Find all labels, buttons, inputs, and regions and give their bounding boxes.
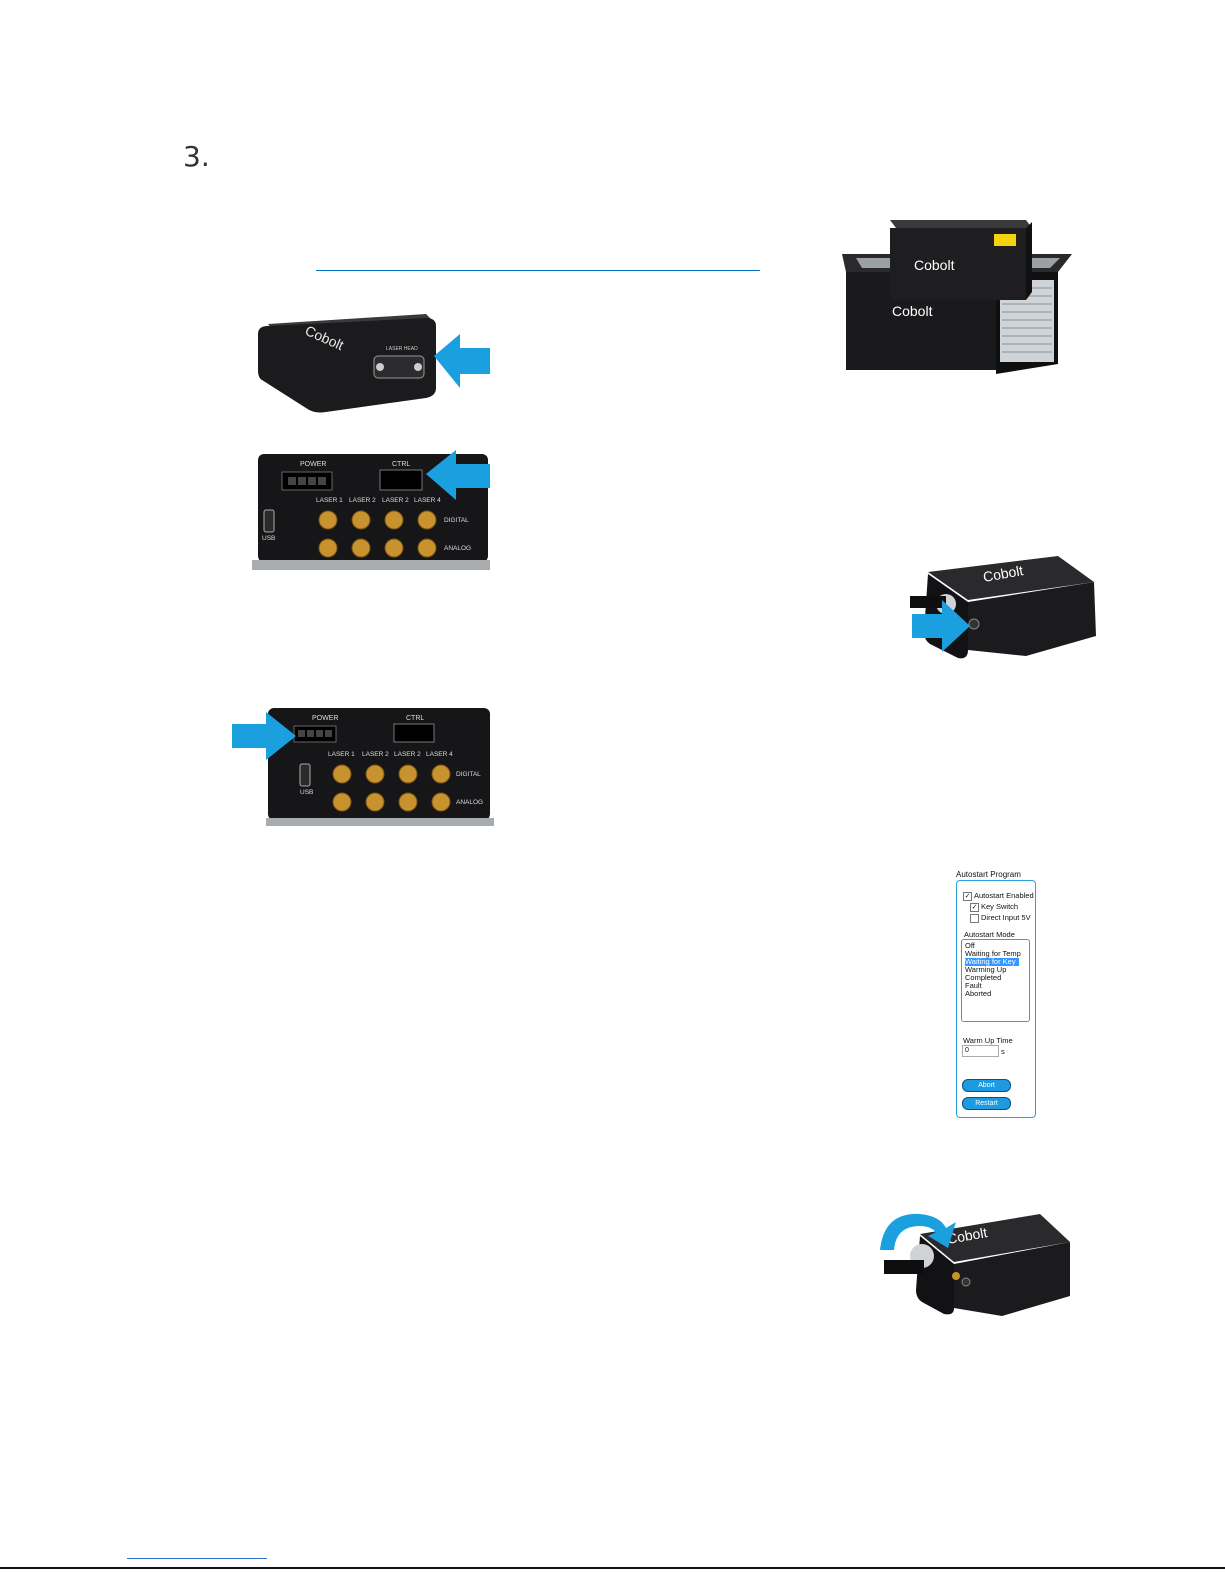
list-item-selected[interactable]: Waiting for Key (965, 958, 1019, 966)
svg-text:LASER 4: LASER 4 (414, 497, 441, 504)
autostart-mode-list[interactable]: Off Waiting for Temp Waiting for Key War… (961, 939, 1030, 1022)
connector-panel-ctrl-image: POWER CTRL LASER 1 LASER 2 LASER 2 LASER… (252, 450, 490, 570)
svg-text:LASER 2: LASER 2 (394, 751, 421, 758)
laser-base-logo: Cobolt (892, 303, 933, 319)
list-item[interactable]: Completed (965, 973, 1002, 982)
key-box-rotate-image: Cobolt (880, 1213, 1070, 1316)
abort-button[interactable]: Abort (962, 1079, 1011, 1092)
svg-text:LASER 2: LASER 2 (382, 497, 409, 504)
autostart-panel: ✓ Autostart Enabled ✓ Key Switch Direct … (956, 880, 1036, 1118)
restart-button[interactable]: Restart (962, 1097, 1011, 1110)
svg-text:LASER 4: LASER 4 (426, 751, 453, 758)
connector-panel-power-image: POWER CTRL LASER 1 LASER 2 LASER 2 LASER… (232, 708, 494, 826)
svg-text:DIGITAL: DIGITAL (456, 771, 481, 778)
laser-head-port-label: LASER HEAD (386, 346, 418, 352)
svg-text:LASER 1: LASER 1 (316, 497, 343, 504)
svg-text:CTRL: CTRL (392, 461, 410, 468)
svg-text:POWER: POWER (300, 461, 326, 468)
key-switch-checkbox[interactable]: ✓ (970, 903, 979, 912)
svg-text:LASER 2: LASER 2 (349, 497, 376, 504)
svg-text:USB: USB (262, 535, 275, 542)
list-item[interactable]: Warming Up (965, 965, 1007, 974)
rotate-arrow-icon (880, 1213, 956, 1250)
key-box-image: Cobolt (910, 556, 1096, 659)
svg-text:LASER 1: LASER 1 (328, 751, 355, 758)
autostart-enabled-checkbox[interactable]: ✓ (963, 892, 972, 901)
list-item[interactable]: Waiting for Temp (965, 949, 1021, 958)
warm-up-input[interactable]: 0 (962, 1045, 999, 1057)
list-item[interactable]: Aborted (965, 989, 992, 998)
section-number: 3. (183, 140, 210, 173)
arrow-icon (434, 334, 490, 388)
svg-text:LASER 2: LASER 2 (362, 751, 389, 758)
autostart-enabled-label: Autostart Enabled (974, 891, 1034, 900)
arrow-icon (232, 712, 296, 760)
laser-head-logo: Cobolt (914, 257, 955, 273)
direct-input-label: Direct Input 5V (981, 913, 1031, 922)
link-underline (316, 270, 760, 271)
warm-up-label: Warm Up Time (963, 1036, 1013, 1045)
autostart-mode-title: Autostart Mode (964, 930, 1015, 939)
warm-up-unit: s (1001, 1047, 1005, 1056)
autostart-title: Autostart Program (956, 870, 1021, 879)
svg-text:POWER: POWER (312, 715, 338, 722)
svg-text:CTRL: CTRL (406, 715, 424, 722)
key-switch-label: Key Switch (981, 902, 1019, 911)
direct-input-checkbox[interactable] (970, 914, 979, 923)
footer-rule (0, 1567, 1225, 1569)
key-box-logo: Cobolt (982, 562, 1025, 585)
list-item[interactable]: Off (965, 941, 975, 950)
laser-head-image: Cobolt Cobolt (842, 220, 1072, 374)
controller-box-image: Cobolt LASER HEAD (258, 314, 490, 413)
footer-link-underline (127, 1558, 267, 1559)
svg-text:ANALOG: ANALOG (456, 799, 483, 806)
list-item[interactable]: Fault (965, 981, 982, 990)
svg-text:USB: USB (300, 789, 313, 796)
svg-text:ANALOG: ANALOG (444, 545, 471, 552)
arrow-icon (426, 450, 490, 500)
svg-text:DIGITAL: DIGITAL (444, 517, 469, 524)
arrow-icon (912, 600, 970, 652)
key-box-logo-2: Cobolt (946, 1224, 989, 1247)
